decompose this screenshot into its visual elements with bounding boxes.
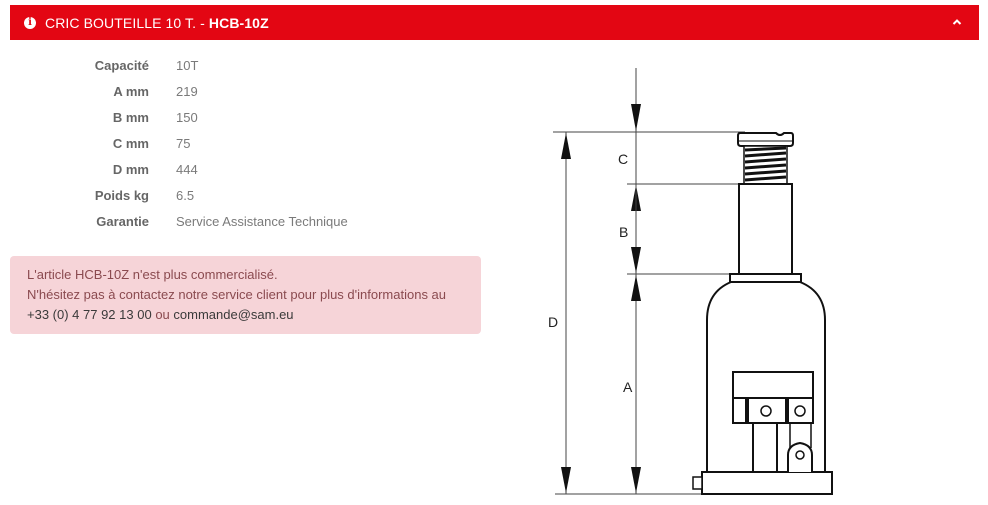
alert-line-discontinued: L'article HCB-10Z n'est plus commerciali…: [27, 267, 278, 282]
dimension-lines: [553, 68, 745, 495]
product-title: CRIC BOUTEILLE 10 T.-HCB-10Z: [45, 15, 269, 31]
alert-line-contact: N'hésitez pas à contactez notre service …: [27, 287, 447, 302]
product-reference: HCB-10Z: [208, 14, 269, 31]
spec-value: 150: [176, 109, 198, 125]
spec-table: Capacité 10T A mm 219 B mm 150 C mm 75 D…: [60, 52, 348, 234]
dimension-labels: C B A D: [548, 151, 633, 395]
bottle-jack-outline: [692, 132, 833, 495]
label-c: C: [618, 151, 628, 167]
spec-value: 75: [176, 135, 191, 151]
label-a: A: [623, 379, 633, 395]
label-b: B: [619, 224, 628, 240]
phone-number[interactable]: +33 (0) 4 77 92 13 00: [27, 307, 152, 322]
product-name: CRIC BOUTEILLE 10 T.: [45, 14, 197, 31]
spec-label: A mm: [113, 83, 149, 99]
spec-row-capacite: Capacité 10T: [60, 52, 348, 78]
info-icon: i: [24, 16, 36, 29]
discontinued-alert: L'article HCB-10Z n'est plus commerciali…: [10, 256, 481, 334]
spec-value: 6.5: [176, 187, 195, 203]
spec-value: 219: [176, 83, 198, 99]
dimension-arrows: [561, 104, 641, 494]
spec-row-c: C mm 75: [60, 130, 348, 156]
spec-value: 10T: [176, 57, 199, 73]
spec-label: C mm: [112, 135, 149, 151]
spec-row-poids: Poids kg 6.5: [60, 182, 348, 208]
alert-line-contact-details: +33 (0) 4 77 92 13 00 ou commande@sam.eu: [27, 305, 464, 325]
spec-row-d: D mm 444: [60, 156, 348, 182]
spec-value: Service Assistance Technique: [176, 213, 348, 229]
spec-row-a: A mm 219: [60, 78, 348, 104]
spec-label: Garantie: [96, 213, 149, 229]
spec-value: 444: [176, 161, 198, 177]
spec-row-garantie: Garantie Service Assistance Technique: [60, 208, 348, 234]
spec-label: B mm: [112, 109, 149, 125]
label-d: D: [548, 314, 558, 330]
alert-connector: ou: [155, 307, 170, 322]
spec-row-b: B mm 150: [60, 104, 348, 130]
spec-label: Capacité: [94, 57, 149, 73]
title-separator: -: [200, 14, 205, 31]
product-panel-header[interactable]: i CRIC BOUTEILLE 10 T.-HCB-10Z: [10, 5, 979, 40]
email-link[interactable]: commande@sam.eu: [173, 307, 294, 322]
spec-label: D mm: [112, 161, 149, 177]
chevron-up-icon[interactable]: [951, 16, 963, 28]
spec-label: Poids kg: [94, 187, 149, 203]
